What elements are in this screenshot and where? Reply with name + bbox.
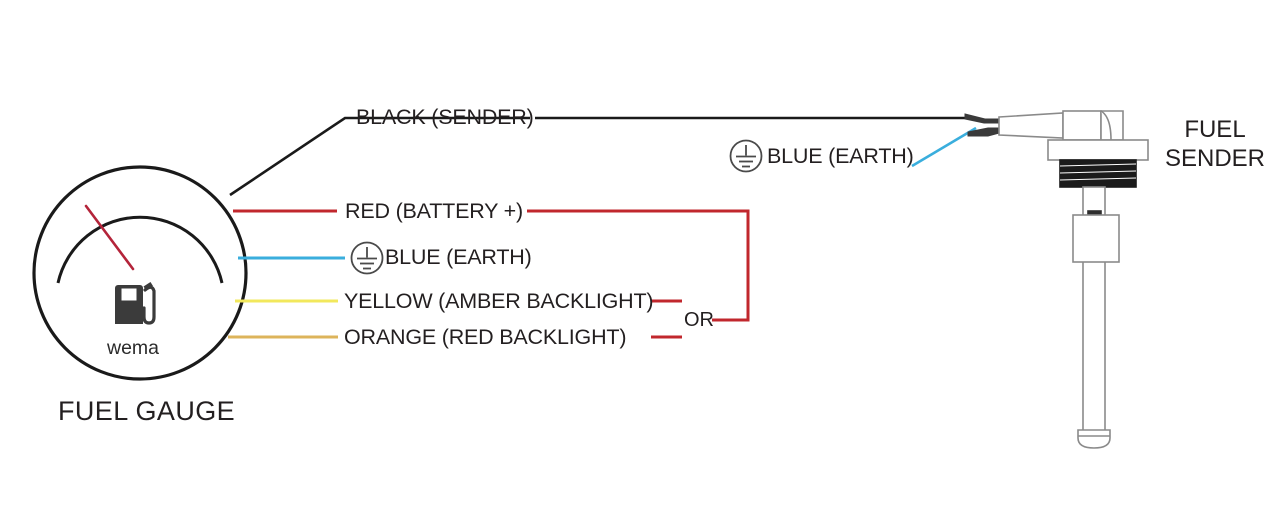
sender-earth-label: BLUE (EARTH) [767, 144, 914, 168]
wire-label-blue-earth-gauge: BLUE (EARTH) [385, 245, 532, 269]
wire-black-sender [229, 116, 530, 197]
wire-label-red-battery: RED (BATTERY +) [345, 199, 523, 223]
sender-thread-lines [1059, 163, 1137, 181]
sender-float [1072, 214, 1120, 263]
wire-red-battery-right [527, 209, 750, 322]
fuel-sender-caption-line2: SENDER [1164, 145, 1266, 173]
fuel-sender-caption-line1: FUEL [1184, 116, 1246, 143]
or-junction-label: OR [684, 309, 714, 331]
wire-label-black-sender: BLACK (SENDER) [356, 105, 534, 129]
gauge-outer-ring [32, 165, 248, 381]
fuel-gauge-caption: FUEL GAUGE [58, 396, 236, 426]
gauge-needle [84, 204, 135, 271]
sender-cap-bevel [1100, 110, 1112, 141]
earth-ground-icon-gauge [350, 241, 384, 275]
wire-label-orange-backlight: ORANGE (RED BACKLIGHT) [344, 325, 627, 349]
sender-neck [998, 112, 1064, 139]
sender-terminal-upper [964, 113, 1002, 124]
sender-flange [1047, 139, 1149, 161]
wire-blue-earth-sender [911, 126, 977, 168]
gauge-brand-label: wema [107, 337, 160, 359]
wire-label-yellow-backlight: YELLOW (AMBER BACKLIGHT) [344, 289, 654, 313]
sender-connector-block [1062, 110, 1102, 141]
fuel-pump-icon [115, 282, 156, 325]
fuel-sender-caption: FUEL SENDER [1160, 115, 1270, 174]
gauge-inner-arc [56, 215, 224, 284]
earth-ground-icon-sender [729, 139, 763, 173]
fuel-gauge-group [32, 165, 248, 381]
fuel-sender-group [964, 110, 1149, 449]
sender-foot [1077, 429, 1111, 449]
